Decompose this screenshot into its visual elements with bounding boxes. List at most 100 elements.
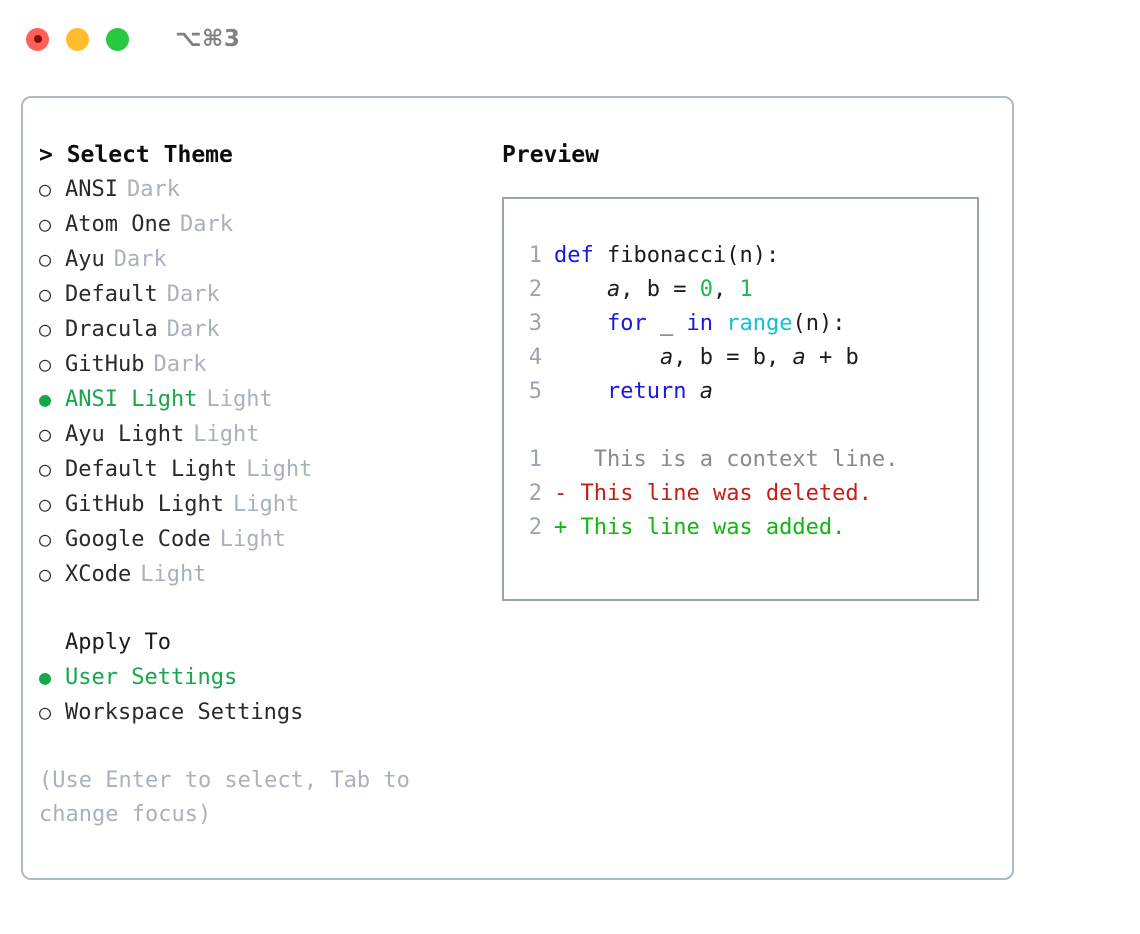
diff-line: 1 This is a context line. (512, 443, 977, 477)
radio-unselected-icon: ○ (39, 177, 52, 201)
diff-text: This is a context line. (567, 447, 899, 472)
line-number: 5 (528, 379, 542, 404)
radio-unselected-icon: ○ (39, 527, 52, 551)
line-number: 1 (528, 243, 542, 268)
theme-category-label: Light (219, 527, 286, 552)
code-token: b (646, 277, 660, 302)
theme-category-label: Light (232, 492, 300, 517)
theme-category-label: Dark (153, 352, 207, 377)
diff-sample: 1 This is a context line.2- This line wa… (512, 443, 977, 545)
theme-category-label: Dark (126, 177, 180, 202)
theme-list-item[interactable]: ○ ANSI Dark (39, 172, 499, 207)
code-token (713, 311, 726, 336)
code-text: a, b = 0, 1 (554, 273, 753, 307)
code-text: a, b = b, a + b (554, 341, 859, 375)
theme-name-label: ANSI Light (65, 387, 198, 412)
line-number: 4 (528, 345, 542, 370)
radio-selected-icon: ● (39, 387, 52, 411)
close-button-icon[interactable] (26, 27, 49, 51)
code-token: , (620, 277, 647, 302)
theme-list-item[interactable]: ○ XCode Light (39, 557, 499, 592)
code-token: range (726, 311, 793, 336)
diff-line: 2 + This line was added. (512, 511, 977, 545)
theme-name-label: Google Code (65, 527, 211, 552)
code-token: _ (646, 311, 687, 336)
keyboard-shortcut-label: ⌥⌘3 (175, 26, 241, 52)
theme-category-label: Dark (166, 282, 220, 307)
radio-unselected-icon: ○ (39, 317, 52, 341)
line-number: 2 (528, 515, 542, 540)
preview-header: Preview (502, 142, 599, 168)
diff-marker (554, 443, 567, 477)
code-token (594, 243, 607, 268)
code-token: , (673, 345, 700, 370)
select-theme-header: > Select Theme (39, 142, 233, 168)
theme-name-label: ANSI (65, 177, 118, 202)
code-token: a (699, 379, 713, 404)
code-line: 2 a, b = 0, 1 (512, 273, 977, 307)
theme-name-label: Atom One (65, 212, 171, 237)
code-line: 4 a, b = b, a + b (512, 341, 977, 375)
theme-name-label: XCode (65, 562, 132, 587)
radio-unselected-icon: ○ (39, 562, 52, 586)
diff-marker: + (554, 515, 568, 540)
radio-unselected-icon: ○ (39, 422, 52, 446)
theme-name-label: Default (65, 282, 158, 307)
line-number: 2 (528, 277, 542, 302)
code-diff-spacer (512, 409, 977, 443)
apply-to-list[interactable]: ● User Settings ○Workspace Settings (39, 660, 499, 730)
code-line: 5 return a (512, 375, 977, 409)
apply-to-option[interactable]: ● User Settings (39, 660, 499, 695)
theme-list-item[interactable]: ● ANSI Light Light (39, 382, 499, 417)
code-token: = (659, 277, 700, 302)
theme-name-label: Ayu (65, 247, 105, 272)
code-token: , (765, 345, 793, 370)
code-token: a (792, 345, 806, 370)
code-token (686, 379, 699, 404)
theme-name-label: Dracula (65, 317, 158, 342)
code-token: , (712, 277, 740, 302)
theme-category-label: Dark (179, 212, 233, 237)
diff-text: This line was added. (567, 515, 846, 540)
line-number: 2 (528, 481, 542, 506)
apply-to-label: User Settings (65, 665, 238, 690)
code-text: for _ in range(n): (554, 307, 845, 341)
code-text: def fibonacci(n): (554, 239, 779, 273)
code-line: 1 def fibonacci(n): (512, 239, 977, 273)
code-token: for (606, 311, 647, 336)
theme-name-label: GitHub (65, 352, 145, 377)
code-token (554, 345, 660, 370)
radio-unselected-icon: ○ (39, 247, 52, 271)
code-token: 0 (699, 277, 713, 302)
code-token: (n): (792, 311, 846, 336)
theme-category-label: Light (140, 562, 207, 587)
minimize-button-icon[interactable] (66, 27, 89, 51)
radio-unselected-icon: ○ (39, 700, 52, 724)
maximize-button-icon[interactable] (106, 27, 129, 51)
apply-to-option[interactable]: ○Workspace Settings (39, 695, 499, 730)
radio-unselected-icon: ○ (39, 282, 52, 306)
code-token (554, 277, 607, 302)
code-token: return (606, 379, 687, 404)
theme-name-label: Default Light (65, 457, 238, 482)
theme-list-item[interactable]: ○ Google Code Light (39, 522, 499, 557)
code-token (554, 379, 607, 404)
code-token: 1 (739, 277, 753, 302)
radio-selected-icon: ● (39, 665, 52, 689)
theme-list-item[interactable]: ○ Default Dark (39, 277, 499, 312)
code-token (554, 311, 607, 336)
diff-line: 2- This line was deleted. (512, 477, 977, 511)
code-token: + (805, 345, 846, 370)
theme-category-label: Light (206, 387, 273, 412)
diff-text: This line was deleted. (567, 481, 872, 506)
